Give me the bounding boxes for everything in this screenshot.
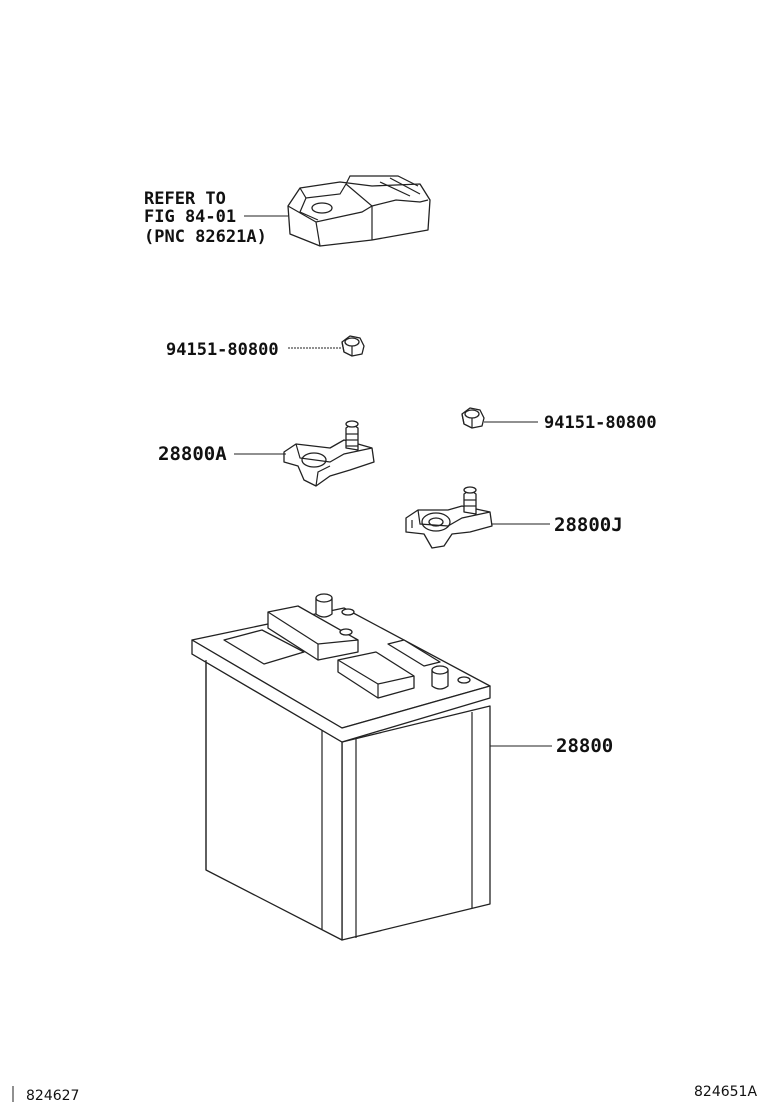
- nut-right-part[interactable]: [461, 407, 485, 429]
- terminal-j-part[interactable]: [405, 486, 493, 549]
- battery-cover-part[interactable]: [287, 175, 431, 247]
- nut-left-label[interactable]: 94151-80800: [166, 340, 279, 360]
- nut-left-part[interactable]: [341, 335, 365, 357]
- terminal-a-part[interactable]: [283, 420, 375, 487]
- battery-part[interactable]: [191, 593, 491, 941]
- terminal-a-label[interactable]: 28800A: [158, 443, 227, 465]
- battery-label[interactable]: 28800: [556, 735, 613, 757]
- refer-label-line3: (PNC 82621A): [144, 227, 267, 247]
- nut-right-label[interactable]: 94151-80800: [544, 413, 657, 433]
- terminal-j-label[interactable]: 28800J: [554, 514, 623, 536]
- footer-right-code: 824651A: [694, 1084, 757, 1100]
- footer-left-code: 824627: [26, 1088, 79, 1104]
- refer-label-line2: FIG 84-01: [144, 207, 236, 227]
- refer-label-line1: REFER TO: [144, 189, 226, 209]
